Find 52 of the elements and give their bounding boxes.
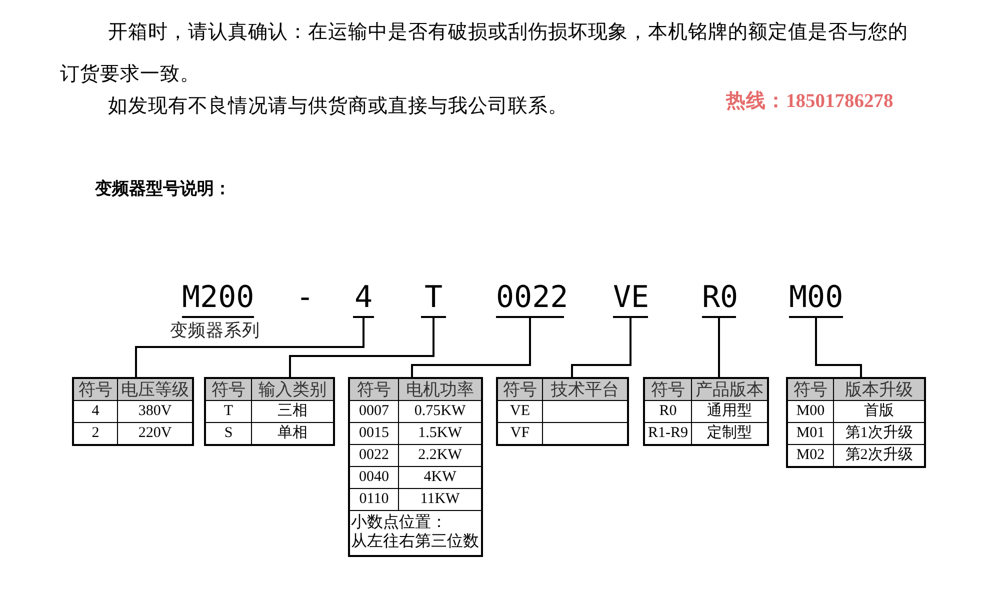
paragraph: 如发现有不良情况请与供货商或直接与我公司联系。 (107, 94, 569, 119)
spec-table (496, 377, 629, 446)
paragraph: 开箱时，请认真确认：在运输中是否有破损或刮伤损坏现象，本机铭牌的额定值是否与您的订货要求一致。 (60, 20, 909, 87)
header-cell: 符号 (497, 378, 542, 400)
hotline-text: 热线：18501786278 (726, 90, 894, 114)
table-cell: 0110 (349, 488, 398, 510)
header-cell: 电压等级 (118, 378, 193, 400)
header-cell: 符号 (644, 378, 692, 400)
code-segment: R0 (702, 282, 736, 318)
header-cell: 符号 (349, 378, 398, 400)
table-cell: R0 (644, 400, 692, 422)
header-cell: 产品版本 (692, 378, 768, 400)
code-segment: VE (613, 282, 648, 318)
header-cell: 电机功率 (398, 378, 482, 400)
spec-table (348, 377, 483, 557)
code-segment: M200 (182, 282, 254, 318)
table-cell: M01 (787, 422, 834, 444)
table-cell: 0040 (349, 466, 398, 488)
header-cell: 符号 (205, 378, 252, 400)
spec-table (72, 377, 194, 446)
table-cell: 三相 (252, 400, 334, 422)
table-cell: 0022 (349, 444, 398, 466)
table-cell: 0015 (349, 422, 398, 444)
table-cell: 首版 (834, 400, 925, 422)
node-label: 变频器系列 (170, 319, 260, 341)
separator-dash: - (296, 282, 314, 314)
table-cell: 第1次升级 (834, 422, 925, 444)
heading: 变频器型号说明： (95, 178, 231, 200)
code-segment: T (421, 282, 446, 318)
table-cell: 通用型 (692, 400, 768, 422)
table-cell: 0007 (349, 400, 398, 422)
leader-line (411, 318, 531, 377)
code-segment: 4 (353, 282, 374, 318)
spec-table (204, 377, 335, 446)
table-cell: T (205, 400, 252, 422)
leader-line (571, 318, 632, 377)
leader-line (815, 318, 862, 377)
table-cell: M00 (787, 400, 834, 422)
spec-table (786, 377, 926, 468)
code-segment: M00 (789, 282, 843, 318)
spec-table (643, 377, 769, 446)
table-cell: VE (497, 400, 542, 422)
header-cell: 输入类别 (252, 378, 334, 400)
leader-line (135, 318, 364, 377)
header-cell: 符号 (73, 378, 118, 400)
table-cell: 4 (73, 400, 118, 422)
header-cell: 技术平台 (542, 378, 628, 400)
leader-line (718, 317, 720, 377)
header-cell: 符号 (787, 378, 834, 400)
leader-line (289, 318, 434, 377)
header-cell: 版本升级 (834, 378, 925, 400)
code-segment: 0022 (496, 282, 564, 318)
